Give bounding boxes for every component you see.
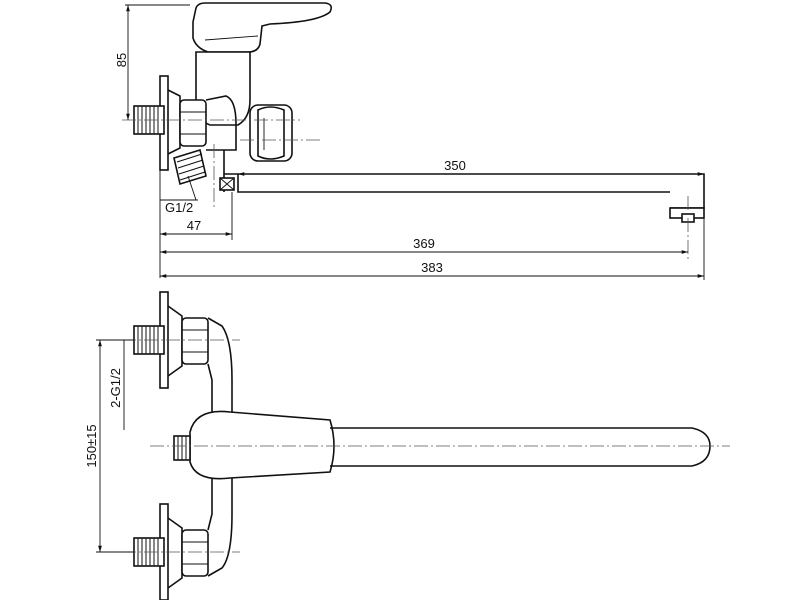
handle-lever <box>192 2 332 53</box>
dimension-383: 383 <box>160 212 705 280</box>
thread-callout-2g12: 2-G1/2 <box>108 339 134 430</box>
dimension-383-label: 383 <box>421 260 443 275</box>
dimension-150: 150±15 <box>84 339 134 553</box>
lower-thread <box>173 148 207 186</box>
dimension-369: 369 <box>160 236 688 254</box>
upper-flange <box>133 291 209 389</box>
dimension-47-label: 47 <box>187 218 201 233</box>
side-view <box>122 2 705 262</box>
dimension-350-label: 350 <box>444 158 466 173</box>
dimension-350: 350 <box>238 158 704 176</box>
dimension-85-label: 85 <box>114 53 129 67</box>
dimension-150-label: 150±15 <box>84 424 99 467</box>
dimension-369-label: 369 <box>413 236 435 251</box>
top-body <box>207 317 233 577</box>
dimension-47: 47 <box>159 170 233 278</box>
dimension-85: 85 <box>114 4 190 120</box>
spout-top <box>330 427 711 467</box>
top-view <box>122 291 730 601</box>
thread-callout-g12-label: G1/2 <box>165 200 193 215</box>
diverter-knob <box>249 104 293 162</box>
hex-nut <box>179 99 207 147</box>
thread-callout-2g12-label: 2-G1/2 <box>108 368 123 408</box>
top-handle <box>189 410 335 480</box>
thread-callout-g12: G1/2 <box>160 175 198 215</box>
